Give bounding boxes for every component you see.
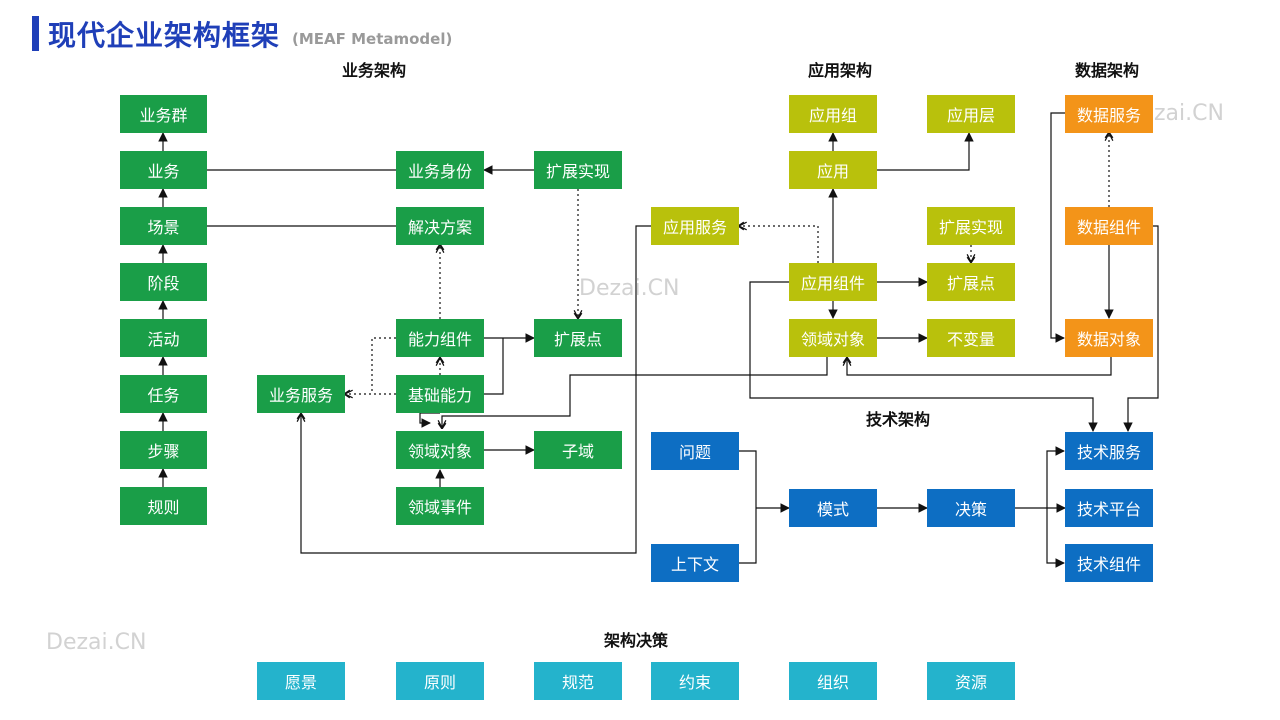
node-context: 上下文 — [651, 544, 739, 582]
node-tech-service: 技术服务 — [1065, 432, 1153, 470]
node-decision: 决策 — [927, 489, 1015, 527]
section-title-business: 业务架构 — [341, 61, 407, 80]
page-subtitle: (MEAF Metamodel) — [292, 30, 453, 48]
node-step: 步骤 — [120, 431, 207, 469]
node-principle: 原则 — [396, 662, 484, 700]
node-app-layer: 应用层 — [927, 95, 1015, 133]
node-activity: 活动 — [120, 319, 207, 357]
node-app-group: 应用组 — [789, 95, 877, 133]
node-app-domain-object: 领域对象 — [789, 319, 877, 357]
section-title-technology: 技术架构 — [865, 410, 931, 429]
node-biz-group: 业务群 — [120, 95, 207, 133]
section-title-data: 数据架构 — [1074, 61, 1140, 80]
application-connectors — [739, 132, 971, 343]
business-connectors — [207, 165, 828, 554]
section-title-decision: 架构决策 — [603, 631, 669, 650]
node-pattern: 模式 — [789, 489, 877, 527]
node-organization: 组织 — [789, 662, 877, 700]
node-data-service: 数据服务 — [1065, 95, 1153, 133]
node-app-ext-point: 扩展点 — [927, 263, 1015, 301]
node-app-component: 应用组件 — [789, 263, 877, 301]
node-solution: 解决方案 — [396, 207, 484, 245]
node-base-capability: 基础能力 — [396, 375, 484, 413]
node-data-object: 数据对象 — [1065, 319, 1153, 357]
node-app: 应用 — [789, 151, 877, 189]
section-title-application: 应用架构 — [807, 61, 873, 80]
node-biz-domain-event: 领域事件 — [396, 487, 484, 525]
node-biz-identity: 业务身份 — [396, 151, 484, 189]
node-problem: 问题 — [651, 432, 739, 470]
node-stage: 阶段 — [120, 263, 207, 301]
node-tech-component: 技术组件 — [1065, 544, 1153, 582]
node-scene: 场景 — [120, 207, 207, 245]
node-biz: 业务 — [120, 151, 207, 189]
node-resource: 资源 — [927, 662, 1015, 700]
technology-connectors — [739, 446, 1066, 568]
node-data-component: 数据组件 — [1065, 207, 1153, 245]
page-title: 现代企业架构框架 — [48, 19, 281, 52]
node-app-service: 应用服务 — [651, 207, 739, 245]
node-invariant: 不变量 — [927, 319, 1015, 357]
node-task: 任务 — [120, 375, 207, 413]
node-tech-platform: 技术平台 — [1065, 489, 1153, 527]
node-biz-ext-point: 扩展点 — [534, 319, 622, 357]
node-subdomain: 子域 — [534, 431, 622, 469]
node-cap-component: 能力组件 — [396, 319, 484, 357]
node-standard: 规范 — [534, 662, 622, 700]
node-rule: 规则 — [120, 487, 207, 525]
node-app-ext-impl: 扩展实现 — [927, 207, 1015, 245]
node-constraint: 约束 — [651, 662, 739, 700]
title-accent-bar — [32, 16, 39, 51]
data-connectors — [749, 112, 1159, 432]
node-vision: 愿景 — [257, 662, 345, 700]
node-biz-ext-impl: 扩展实现 — [534, 151, 622, 189]
node-biz-domain-object: 领域对象 — [396, 431, 484, 469]
node-biz-service: 业务服务 — [257, 375, 345, 413]
